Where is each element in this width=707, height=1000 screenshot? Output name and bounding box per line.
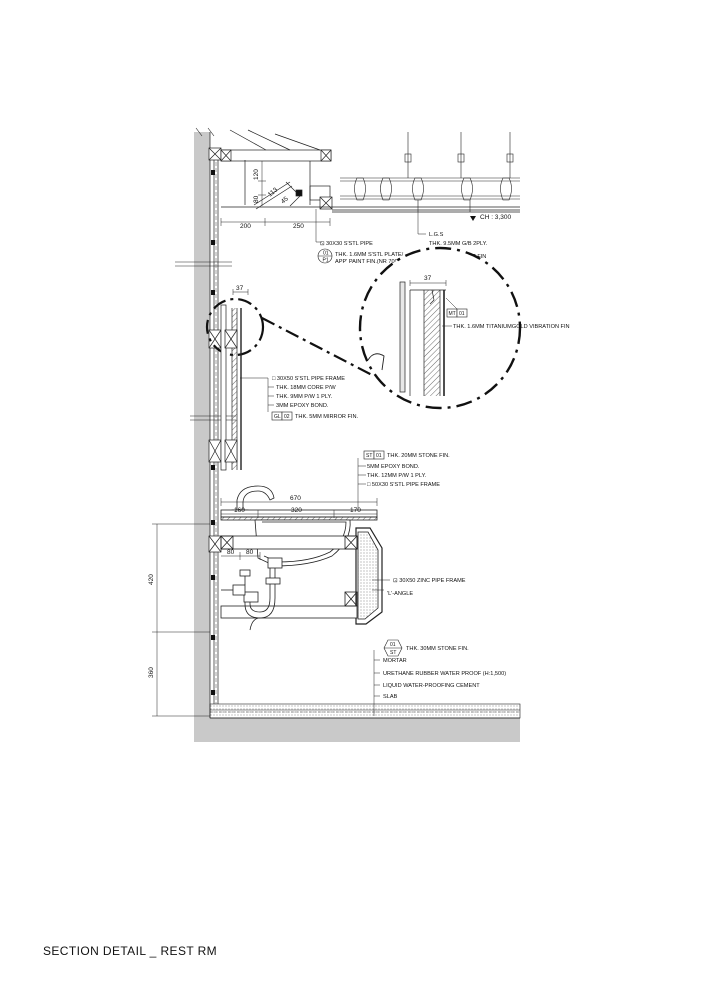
sheet-title: SECTION DETAIL _ REST RM (43, 944, 218, 958)
counter-dim-80a: 80 (227, 549, 235, 556)
counter-note-2: 5MM EPOXY BOND. (367, 464, 420, 470)
vdim-360: 360 (148, 667, 155, 678)
ceiling-note-plate: THK. 1.6MM S'STL PLATE/ (335, 252, 404, 258)
tag-floor-bottom: ST (390, 650, 396, 656)
counter-dim-670: 670 (290, 495, 301, 502)
ceiling-dim-113: 113 (267, 186, 280, 198)
detail-small-circle (205, 297, 265, 357)
ceiling-height-label: CH : 3,300 (480, 214, 511, 221)
ceiling-hangers (340, 132, 520, 212)
ceiling-assembly (220, 129, 520, 213)
tag-mt-a: MT (449, 311, 456, 317)
counter-dim-320: 320 (291, 507, 302, 514)
counter-dim-160: 160 (234, 507, 245, 514)
tag-st-a: ST (366, 453, 372, 459)
break-lines (175, 127, 236, 421)
tag-floor-top: 01 (390, 642, 396, 648)
mirror-leaders (240, 377, 274, 412)
drain-pipe (221, 557, 283, 631)
ceiling-dimensions (220, 161, 331, 226)
mirror-note-1: □ 30X50 S'STL PIPE FRAME (272, 376, 345, 382)
tag-p1-ceiling (317, 248, 333, 264)
tag-p1-top: 01 (323, 251, 329, 257)
floor-note-2: MORTAR (383, 658, 407, 664)
tag-mt (446, 308, 468, 318)
ceiling-dim-80: 80 (253, 195, 260, 203)
tag-gl-a: GL (274, 414, 281, 420)
counter-note-angle: 'L'-ANGLE (387, 591, 413, 597)
detail-note-vibration: THK. 1.6MM TITANIUMGOLD VIBRATION FIN (453, 324, 570, 330)
tag-gl-b: 02 (284, 414, 290, 420)
tag-p1-bottom: P1 (323, 258, 329, 264)
detail-dim-37: 37 (424, 275, 432, 282)
tag-gl (271, 411, 293, 421)
counter-note-4: □ 50X30 S'STL PIPE FRAME (367, 482, 440, 488)
ceiling-dim-120: 120 (253, 169, 260, 180)
floor-finish (209, 703, 521, 719)
ceiling-leaders (315, 209, 426, 243)
counter-note-3: THK. 12MM P/W 1 PLY. (367, 473, 427, 479)
tag-st-floor (383, 639, 403, 657)
detail-leader (261, 317, 373, 376)
ceiling-note-pipe-text: 30X30 S'STL PIPE (326, 241, 373, 247)
floor-leader (373, 650, 380, 716)
tag-mt-b: 01 (459, 311, 465, 317)
mirror-note-3: THK. 9MM P/W 1 PLY. (276, 394, 332, 400)
ceiling-dim-250: 250 (293, 223, 304, 230)
floor-note-1: THK. 30MM STONE FIN. (406, 646, 469, 652)
ceiling-note-gb: THK. 9.5MM G/B 2PLY. (429, 241, 488, 247)
counter-dim-170: 170 (350, 507, 361, 514)
ceiling-note-pipe: ⊡ (320, 241, 325, 247)
mirror-dimension (232, 289, 249, 295)
counter-dimensions (220, 498, 378, 560)
floor-note-5: SLAB (383, 694, 398, 700)
counter-note-1: THK. 20MM STONE FIN. (387, 453, 450, 459)
mirror-dim-37: 37 (236, 285, 244, 292)
counter-dim-80b: 80 (246, 549, 254, 556)
ceiling-note-paint: APP' PAINT FIN.(NR 7005) (335, 259, 403, 265)
counter-leaders (357, 458, 390, 591)
mirror-note-4: 3MM EPOXY BOND. (276, 403, 329, 409)
floor-note-4: LIQUID WATER-PROOFING CEMENT (383, 683, 480, 689)
ceiling-dim-45: 45 (280, 195, 290, 205)
ceiling-note-lgs: L.G.S (429, 232, 444, 238)
mirror-panel (220, 304, 242, 471)
tag-st-b: 01 (376, 453, 382, 459)
vdim-420: 420 (148, 574, 155, 585)
vertical-dimensions (152, 523, 210, 717)
mirror-note-2: THK. 18MM CORE P/W (276, 385, 336, 391)
detail-enlarged (367, 281, 446, 396)
mirror-note-glass: THK. 5MM MIRROR FIN. (295, 414, 359, 420)
ceiling-height-marker: CH : 3,300 (470, 214, 511, 221)
ceiling-dim-200: 200 (240, 223, 251, 230)
floor-note-3: URETHANE RUBBER WATER PROOF (H:1,500) (383, 671, 506, 677)
wall-lining (208, 147, 222, 704)
wall-anchors (211, 170, 215, 695)
tag-st (363, 450, 385, 460)
counter-note-zinc: ⊡ 30X50 ZINC PIPE FRAME (393, 578, 466, 584)
